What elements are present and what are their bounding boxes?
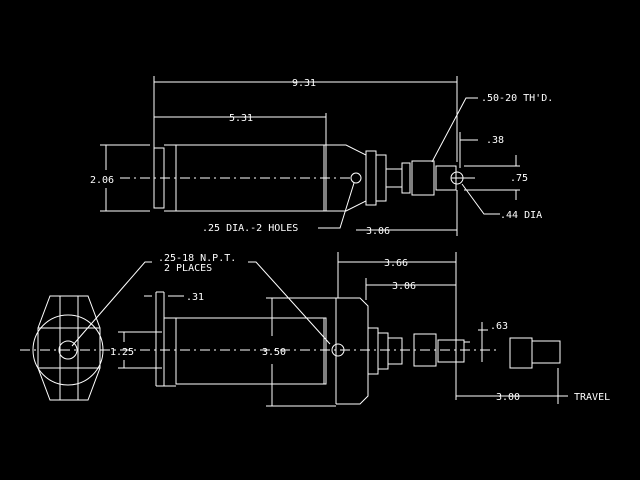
dim-body-height: 3.50: [262, 347, 286, 358]
dim-rod-end: .38: [486, 135, 504, 146]
dim-overall-length: 9.31: [292, 78, 316, 89]
travel-label: TRAVEL: [574, 392, 610, 403]
dim-outer: 3.66: [384, 258, 408, 269]
dim-body-length: 5.31: [229, 113, 253, 124]
end-view: [37, 295, 101, 401]
port-note-line2: 2 PLACES: [164, 263, 212, 274]
dim-mount-height: 1.25: [110, 347, 134, 358]
dim-inner: 3.06: [392, 281, 416, 292]
dim-clevis: .75: [510, 173, 528, 184]
dim-pin-hole: .44 DIA: [500, 210, 542, 221]
cylinder-body-side: [175, 317, 327, 385]
top-view: [100, 76, 520, 236]
dim-rod-extension: 3.06: [366, 226, 390, 237]
dim-rod-tip: .63: [490, 321, 508, 332]
dim-flange: .31: [186, 292, 204, 303]
bottom-view: [20, 252, 568, 407]
port-note-line1: .25-18 N.P.T.: [158, 253, 236, 264]
hole-note: .25 DIA.-2 HOLES: [202, 223, 298, 234]
dim-travel-value: 3.00: [496, 392, 520, 403]
dim-height: 2.06: [90, 175, 114, 186]
thread-note: .50-20 TH'D.: [481, 93, 553, 104]
